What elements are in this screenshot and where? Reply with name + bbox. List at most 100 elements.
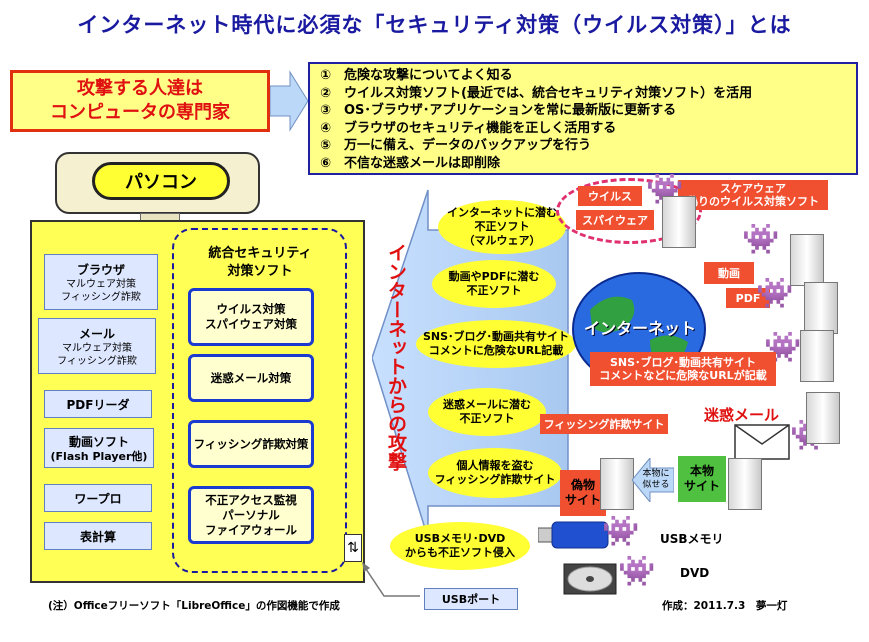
threat-phishing: 個人情報を盗む フィッシング詐欺サイト — [428, 448, 562, 498]
security-title-line: 統合セキュリティ — [208, 246, 312, 261]
app-mail: メール マルウェア対策 フィッシング詐欺 — [38, 318, 156, 374]
real-site-line: サイト — [683, 479, 720, 493]
security-item-label: 迷惑メール対策 — [210, 370, 292, 385]
malware-group-outline — [556, 178, 702, 244]
threat-malware: インターネットに潜む 不正ソフト （マルウェア） — [438, 200, 566, 254]
step-item: ③ OS･ブラウザ･アプリケーションを常に最新版に更新する — [320, 103, 677, 118]
real-site: 本物 サイト — [678, 456, 726, 502]
spyware-tag: スパイウェア — [576, 210, 654, 230]
security-item-label: パーソナル — [222, 507, 280, 522]
footer-note: (注）Officeフリーソフト「LibreOffice」の作図機能で作成 — [48, 600, 340, 612]
step-item: ④ ブラウザのセキュリティ機能を正しく活用する — [320, 120, 617, 136]
app-browser: ブラウザ マルウェア対策 フィッシング詐欺 — [44, 254, 158, 310]
app-sub: フィッシング詐欺 — [61, 291, 141, 303]
security-antispam: 迷惑メール対策 — [188, 354, 314, 402]
attacker-line1: 攻撃する人達は — [77, 78, 203, 99]
virus-character-icon: 👾 — [756, 276, 794, 311]
usb-port-pointer-icon — [362, 562, 420, 597]
app-name: メール — [78, 326, 115, 341]
threat-label: （マルウェア） — [463, 234, 541, 247]
footer-credit: 作成：2011.7.3 夢一灯 — [662, 600, 788, 612]
app-video: 動画ソフト (Flash Player他) — [44, 428, 154, 468]
scareware-line: スケアウェア — [720, 182, 786, 195]
app-sub: マルウェア対策 — [62, 342, 132, 354]
virus-tag: ウイルス — [578, 186, 642, 206]
usb-label: USBメモリ — [660, 532, 724, 546]
app-wordprocessor: ワープロ — [44, 484, 152, 512]
right-arrow-icon — [270, 70, 309, 132]
app-name: ブラウザ — [76, 262, 125, 277]
security-steps-list: ① 危険な攻撃についてよく知る ② ウイルス対策ソフト(最近では、統合セキュリテ… — [308, 62, 858, 175]
sns-line: コメントなどに危険なURLが記載 — [599, 369, 767, 382]
threat-label: 動画やPDFに潜む — [448, 270, 540, 283]
virus-character-icon: 👾 — [602, 514, 640, 549]
threat-spam: 迷惑メールに潜む 不正ソフト — [428, 388, 546, 436]
threat-usb-dvd: USBメモリ･DVD からも不正ソフト侵入 — [390, 522, 530, 570]
security-firewall: 不正アクセス監視 パーソナル ファイアウォール — [188, 486, 314, 544]
app-name: 表計算 — [79, 529, 116, 544]
security-antiphishing: フィッシング詐欺対策 — [188, 420, 314, 468]
security-title-line: 対策ソフト — [227, 264, 293, 279]
usb-port-label: USBポート — [424, 588, 518, 610]
step-item: ⑥ 不信な迷惑メールは即削除 — [320, 155, 501, 171]
app-sub: (Flash Player他) — [50, 450, 148, 463]
step-item: ⑤ 万一に備え、データのバックアップを行う — [320, 138, 592, 153]
security-item-label: ファイアウォール — [205, 522, 297, 537]
server-icon — [728, 458, 762, 510]
usb-port-icon: ⇅ — [344, 534, 362, 562]
scareware-line: 偽りのウイルス対策ソフト — [687, 195, 819, 208]
spam-label: 迷惑メール — [704, 406, 780, 424]
fake-site: 偽物 サイト — [560, 470, 606, 516]
server-icon — [800, 330, 834, 382]
mimic-line: 似せる — [642, 480, 670, 490]
threat-label: 迷惑メールに潜む — [443, 398, 531, 411]
fake-site-line: 偽物 — [570, 478, 595, 492]
mimic-label: 本物に 似せる — [640, 468, 672, 492]
internet-label: インターネット — [583, 319, 696, 338]
server-icon — [600, 458, 634, 510]
app-sub: マルウェア対策 — [66, 278, 136, 290]
app-name: 動画ソフト — [68, 435, 129, 449]
virus-character-icon: 👾 — [618, 554, 656, 589]
threat-label: 不正ソフト — [459, 412, 515, 425]
attacker-line2: コンピュータの専門家 — [50, 102, 230, 123]
attack-arrow-label: インターネットからの攻撃 — [385, 243, 407, 471]
pdf-tag: PDF — [726, 288, 770, 308]
server-icon — [790, 234, 824, 286]
threat-label: フィッシング詐欺サイト — [434, 473, 556, 486]
dvd-icon — [563, 563, 617, 595]
usb-stick-icon — [538, 521, 609, 549]
pc-label: パソコン — [92, 162, 230, 200]
mimic-line: 本物に — [642, 469, 670, 479]
threat-label: コメントに危険なURL記載 — [428, 344, 564, 357]
page-title: インターネット時代に必須な「セキュリティ対策（ウイルス対策）」とは — [77, 13, 792, 37]
server-icon — [804, 282, 838, 334]
app-sub: フィッシング詐欺 — [57, 355, 137, 367]
scareware-tag: スケアウェア 偽りのウイルス対策ソフト — [678, 180, 828, 210]
sns-tag: SNS･ブログ･動画共有サイト コメントなどに危険なURLが記載 — [590, 352, 776, 386]
security-item-label: スパイウェア対策 — [205, 317, 297, 331]
step-item: ① 危険な攻撃についてよく知る — [320, 68, 513, 83]
virus-character-icon: 👾 — [742, 222, 780, 257]
security-antivirus: ウイルス対策 スパイウェア対策 — [188, 288, 314, 346]
real-site-line: 本物 — [689, 464, 714, 478]
security-software-group — [172, 228, 347, 573]
app-name: ワープロ — [74, 491, 122, 506]
security-item-label: 不正アクセス監視 — [205, 492, 297, 507]
app-name: PDFリーダ — [66, 397, 130, 412]
threat-video-pdf: 動画やPDFに潜む 不正ソフト — [432, 260, 556, 308]
threat-label: 不正ソフト — [466, 284, 522, 297]
threat-label: USBメモリ･DVD — [414, 532, 506, 545]
threat-label: 不正ソフト — [474, 220, 530, 233]
threat-label: インターネットに潜む — [447, 206, 557, 219]
server-icon — [662, 196, 696, 248]
envelope-icon — [734, 424, 790, 460]
fake-site-line: サイト — [564, 493, 601, 507]
threat-label: SNS･ブログ･動画共有サイト — [422, 330, 570, 343]
app-pdf: PDFリーダ — [44, 390, 152, 418]
security-item-label: フィッシング詐欺対策 — [193, 436, 309, 451]
phishing-tag: フィッシング詐欺サイト — [540, 414, 668, 434]
sns-line: SNS･ブログ･動画共有サイト — [609, 356, 757, 369]
server-icon — [806, 392, 840, 444]
dvd-label: DVD — [680, 566, 710, 580]
